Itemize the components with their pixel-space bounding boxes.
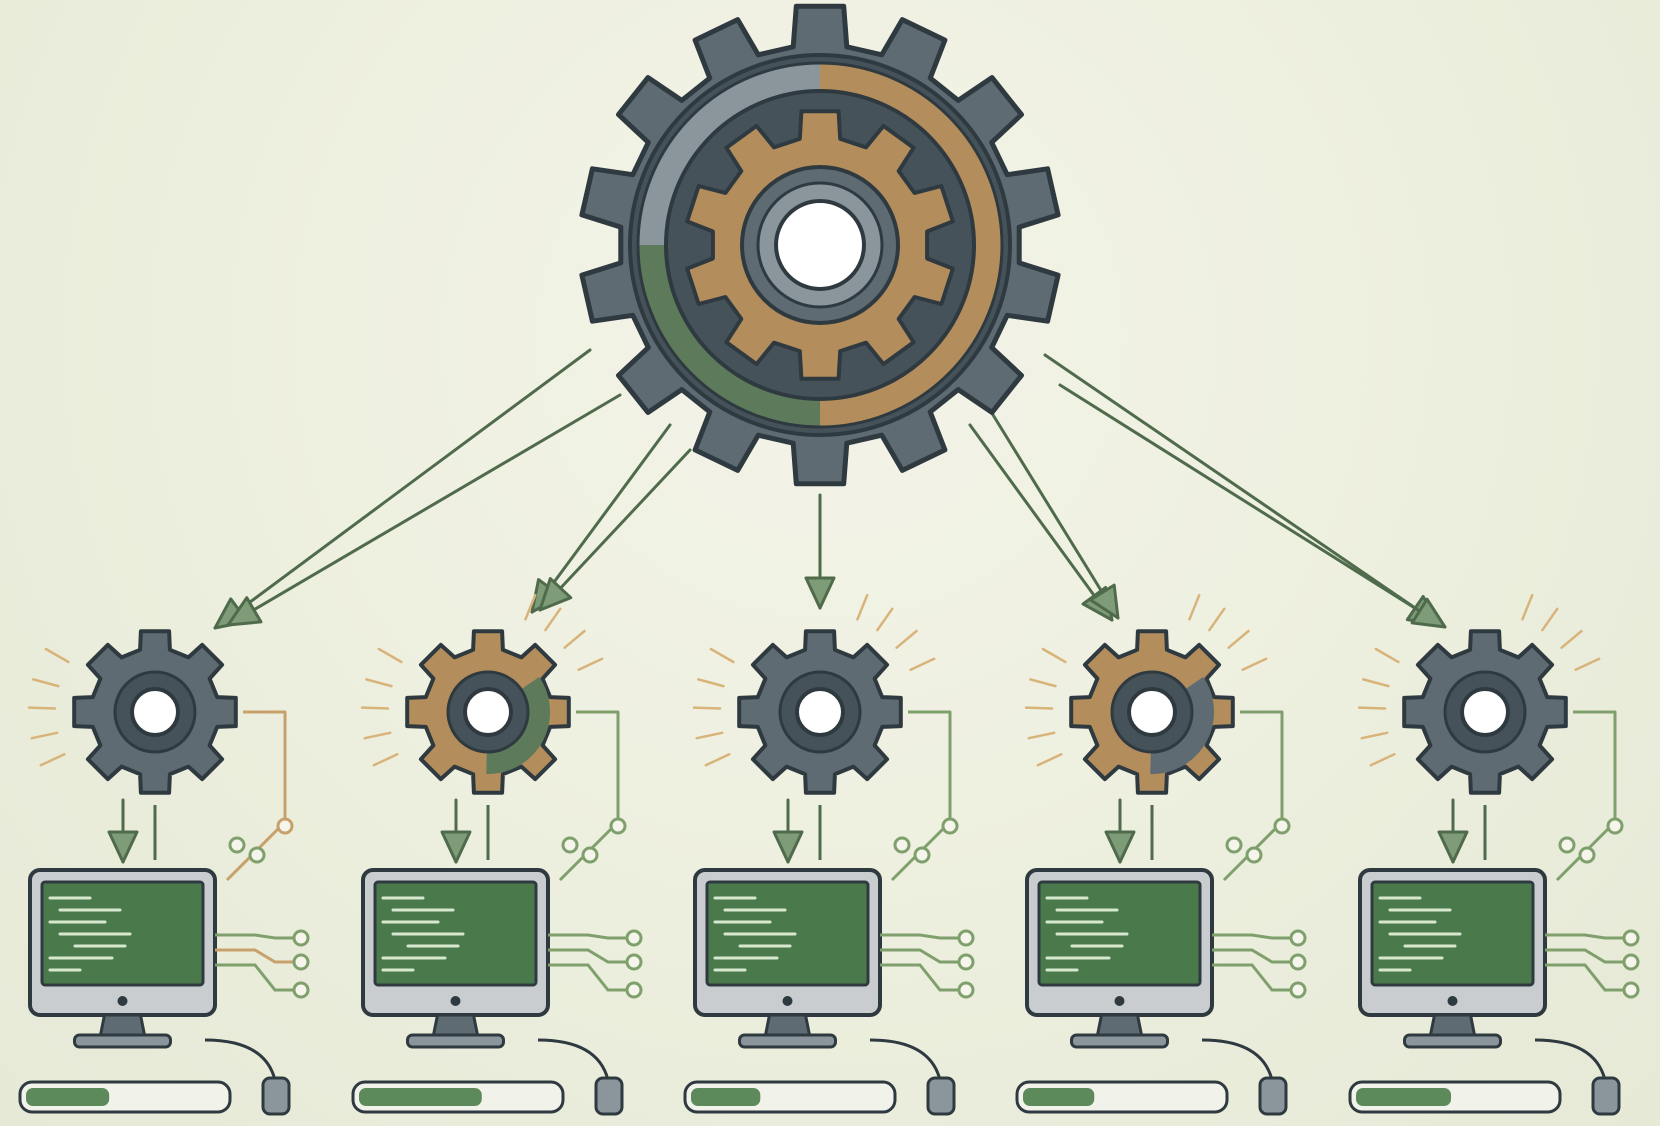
worker-4-gear-hole — [1127, 687, 1177, 737]
worker-4-trace-3 — [1212, 963, 1290, 992]
worker-2-trace-3 — [548, 963, 626, 992]
worker-2-mouse-icon — [594, 1076, 624, 1116]
master-ring-segment-1 — [639, 64, 821, 246]
worker-3-trace-1 — [880, 933, 958, 940]
worker-3-sparks-left — [692, 647, 735, 767]
worker-4-down-arrow-head — [1104, 830, 1136, 864]
arrow-6 — [968, 423, 1114, 622]
worker-5-down-arrow-head — [1437, 830, 1469, 864]
worker-3 — [683, 593, 975, 1116]
worker-4-cable — [1201, 1038, 1274, 1081]
worker-1 — [18, 629, 310, 1116]
worker-1-progress-fill — [26, 1088, 110, 1106]
worker-2-down-arrow-head — [440, 830, 472, 864]
worker-3-trace-3 — [880, 963, 958, 992]
worker-2-down-arrow — [440, 798, 472, 864]
worker-1-trace-3 — [215, 963, 293, 992]
worker-3-cable — [869, 1038, 942, 1081]
worker-3-gear-hole — [795, 687, 845, 737]
worker-3-sparks-right — [856, 593, 936, 671]
worker-4-trace-2 — [1212, 948, 1290, 964]
worker-1-down-arrow-head — [107, 830, 139, 864]
worker-4-sparks-left — [1024, 647, 1067, 767]
arrow-9 — [1058, 383, 1447, 629]
worker-5-cable — [1534, 1038, 1607, 1081]
worker-2-gear-hole — [463, 687, 513, 737]
worker-4-sparks-right — [1188, 593, 1268, 671]
arrow-1 — [213, 348, 592, 630]
worker-2-sparks-right — [524, 593, 604, 671]
master-ring-segment-3 — [639, 244, 821, 426]
worker-5-sparks-left — [1357, 647, 1400, 767]
worker-3-mouse-icon — [926, 1076, 956, 1116]
worker-1-gear-hole — [130, 687, 180, 737]
worker-2-cable — [537, 1038, 610, 1081]
worker-1-power-dot — [117, 996, 128, 1006]
worker-1-trace-2 — [215, 948, 293, 964]
arrow-2-head — [226, 596, 263, 627]
worker-5-power-dot — [1447, 996, 1458, 1006]
worker-5-gear-hole — [1460, 687, 1510, 737]
master-ring-segment-4 — [819, 244, 1001, 426]
workers-layer — [18, 593, 1640, 1116]
worker-4-power-dot — [1114, 996, 1125, 1006]
worker-3-down-arrow — [772, 798, 804, 864]
arrow-5 — [804, 493, 836, 610]
worker-5-progress-fill — [1356, 1088, 1452, 1106]
arrow-8 — [1043, 353, 1442, 627]
worker-3-progress-fill — [691, 1088, 761, 1106]
worker-5-trace-2 — [1545, 948, 1623, 964]
worker-3-stand — [763, 1013, 812, 1037]
worker-3-base — [738, 1033, 837, 1049]
worker-4-progress-fill — [1023, 1088, 1095, 1106]
worker-2-sparks-left — [360, 647, 403, 767]
worker-3-down-arrow-head — [772, 830, 804, 864]
arrow-9-head — [1410, 597, 1447, 629]
worker-1-trace-1 — [215, 933, 293, 940]
central-gear — [579, 3, 1061, 487]
arrow-4-head — [538, 577, 573, 612]
worker-1-sparks-left — [27, 647, 70, 767]
worker-2-power-dot — [450, 996, 461, 1006]
worker-1-stand — [98, 1013, 147, 1037]
worker-2-progress-fill — [359, 1088, 482, 1106]
worker-2-trace-1 — [548, 933, 626, 940]
worker-5-trace-1 — [1545, 933, 1623, 940]
worker-2-gear-accent — [486, 677, 550, 774]
worker-3-trace-2 — [880, 948, 958, 964]
worker-4-stand — [1095, 1013, 1144, 1037]
worker-3-power-dot — [782, 996, 793, 1006]
worker-5-trace-3 — [1545, 963, 1623, 992]
master-gear-hole — [774, 199, 866, 291]
worker-4-mouse-icon — [1258, 1076, 1288, 1116]
worker-5-down-arrow — [1437, 798, 1469, 864]
arrow-7-head — [1088, 583, 1120, 620]
worker-2-base — [406, 1033, 505, 1049]
arrow-7 — [988, 408, 1120, 620]
arrow-2 — [226, 393, 622, 627]
worker-5-stand — [1428, 1013, 1477, 1037]
master-ring-segment-2 — [819, 64, 1001, 246]
worker-4-trace-1 — [1212, 933, 1290, 940]
worker-4-base — [1070, 1033, 1169, 1049]
worker-5-base — [1403, 1033, 1502, 1049]
worker-1-down-arrow — [107, 798, 139, 864]
arrow-5-head — [804, 576, 836, 610]
worker-1-mouse-icon — [261, 1076, 291, 1116]
worker-2-stand — [431, 1013, 480, 1037]
worker-4-gear-accent — [1150, 677, 1214, 774]
arrows-layer — [213, 348, 1447, 630]
arrow-4 — [538, 448, 692, 612]
worker-4-down-arrow — [1104, 798, 1136, 864]
worker-1-base — [73, 1033, 172, 1049]
worker-2-trace-2 — [548, 948, 626, 964]
worker-2 — [351, 593, 643, 1116]
worker-5-mouse-icon — [1591, 1076, 1621, 1116]
worker-5 — [1348, 593, 1640, 1116]
worker-1-cable — [204, 1038, 277, 1081]
worker-4 — [1015, 593, 1307, 1116]
worker-5-sparks-right — [1521, 593, 1601, 671]
